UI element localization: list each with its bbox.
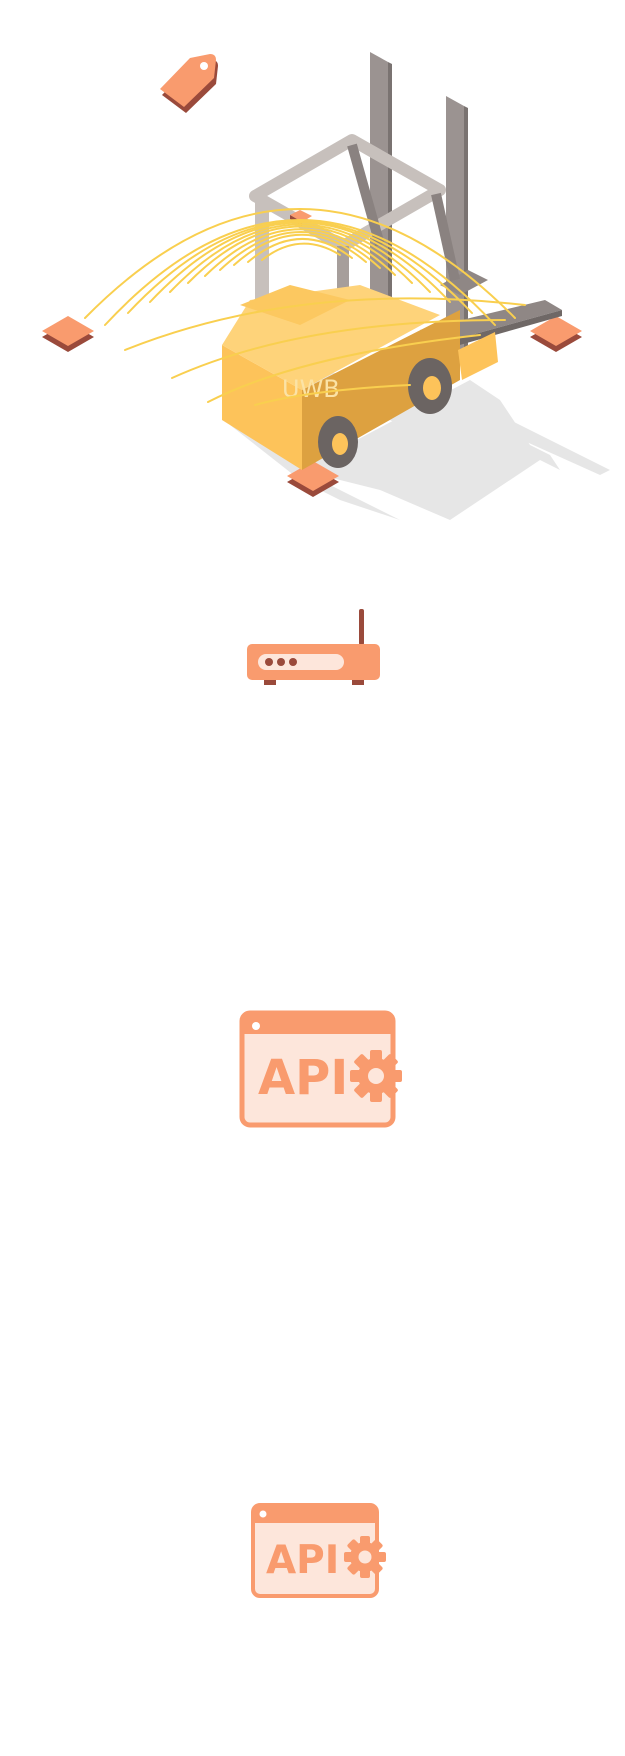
router-icon — [247, 609, 380, 685]
anchor-icon — [42, 316, 94, 352]
api-gear-icon: API — [251, 1503, 386, 1598]
api-label: API — [258, 1050, 348, 1106]
gear-icon — [344, 1536, 386, 1578]
forklift-wheel — [408, 358, 452, 414]
uwb-forklift-scene: UWB — [42, 52, 610, 520]
forklift-uwb-label: UWB — [282, 375, 340, 403]
gear-icon — [350, 1050, 402, 1102]
tag-icon — [160, 54, 218, 113]
uwb-signal-waves — [84, 208, 526, 406]
anchor-icon — [530, 316, 582, 352]
api-label: API — [266, 1538, 339, 1583]
forklift-wheel — [318, 416, 358, 468]
api-gear-icon: API — [239, 1010, 402, 1128]
